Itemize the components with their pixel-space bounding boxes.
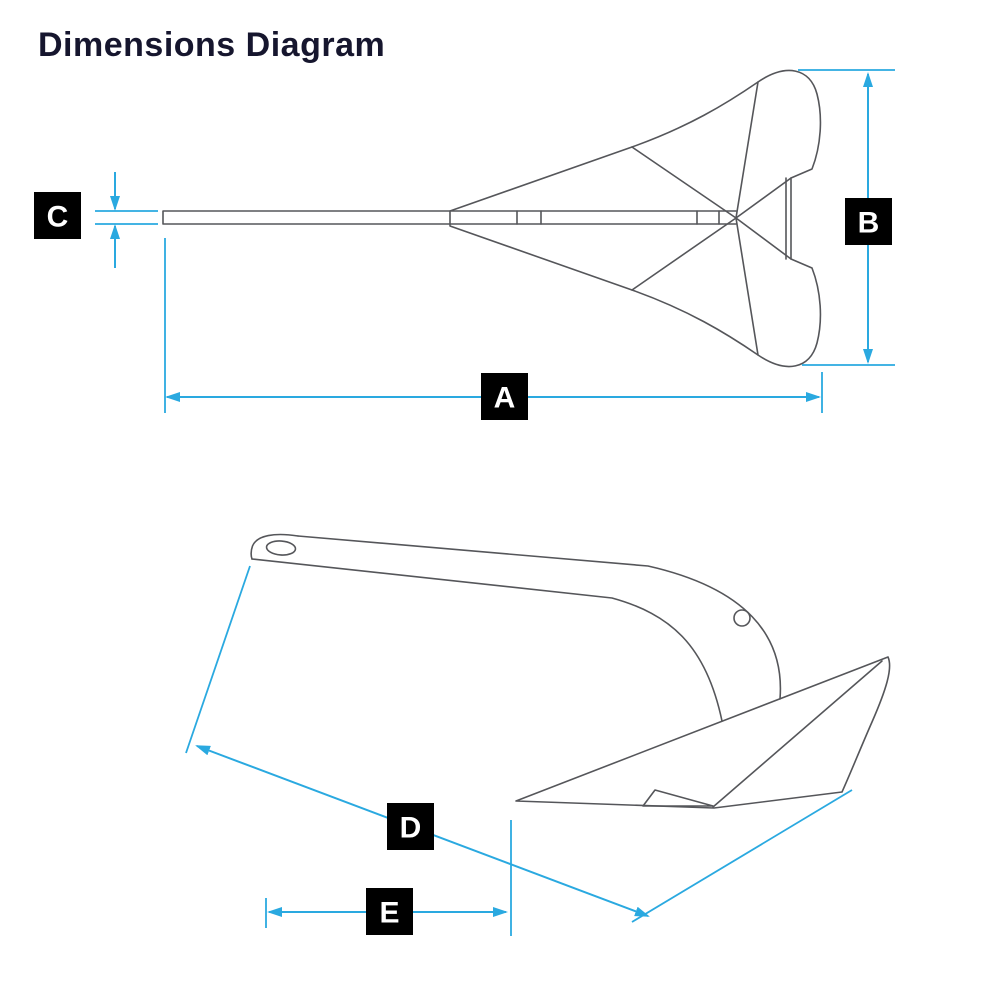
dimension-e-label-box <box>366 888 413 935</box>
dimension-e: E <box>265 820 512 936</box>
shank-hole <box>733 609 751 627</box>
shank-shackle-nose <box>250 533 299 560</box>
shank-tick-marks <box>516 210 720 225</box>
dimension-d-label-box <box>387 803 434 850</box>
dimension-d: D <box>185 565 853 923</box>
dimension-b-label-box <box>845 198 892 245</box>
dimension-b-label: B <box>858 206 880 239</box>
dimension-d-label: D <box>400 811 422 844</box>
dimension-a-label-box <box>481 373 528 420</box>
anchor-side-view <box>250 533 891 809</box>
fluke-side-outline <box>515 656 891 809</box>
dimension-a-label: A <box>494 381 516 414</box>
dimension-a: A <box>164 238 823 420</box>
dimension-c: C <box>34 172 158 268</box>
fluke-gusset-triangle <box>642 789 714 807</box>
dimension-b: B <box>798 69 895 366</box>
shank-side-inner-edge <box>251 558 723 722</box>
page-title: Dimensions Diagram <box>38 26 386 64</box>
shackle-slot <box>265 540 297 556</box>
fluke-side-crease <box>712 660 883 808</box>
dimension-c-label: C <box>47 200 69 233</box>
fluke-crease-lines <box>631 81 792 356</box>
dimension-d-extension-upper <box>185 565 251 754</box>
dimension-e-label: E <box>379 896 399 929</box>
fluke-top-view-outline <box>449 69 822 368</box>
dimension-d-extension-lower <box>631 789 853 923</box>
dimension-c-label-box <box>34 192 81 239</box>
anchor-top-view <box>162 69 822 368</box>
